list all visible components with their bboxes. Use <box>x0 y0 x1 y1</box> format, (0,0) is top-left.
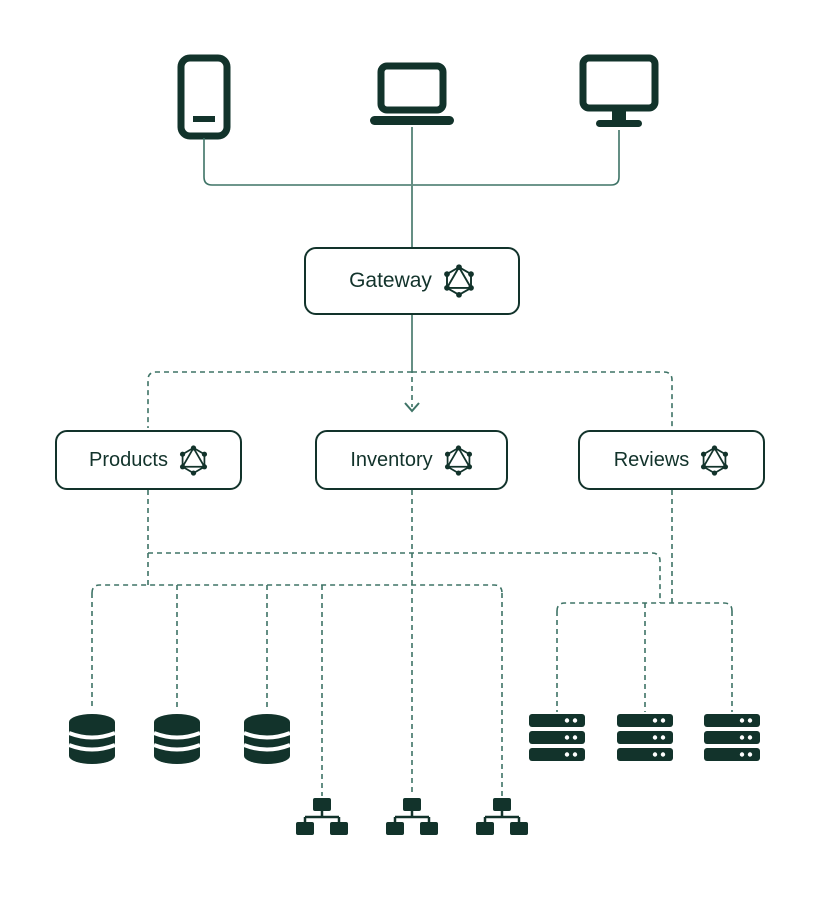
service-label: Inventory <box>350 448 433 471</box>
gateway-node: Gateway <box>304 247 520 315</box>
server-icon <box>529 714 585 761</box>
database-icon <box>243 714 291 764</box>
service-node-products: Products <box>55 430 242 490</box>
laptop-icon <box>370 62 454 125</box>
graphql-icon <box>444 264 474 298</box>
desktop-icon <box>579 54 659 127</box>
database-icon <box>153 714 201 764</box>
graphql-icon <box>179 444 208 476</box>
network-icon <box>386 798 438 835</box>
service-datastore-connectors <box>91 490 733 796</box>
service-label: Products <box>89 448 168 471</box>
database-icon <box>68 714 116 764</box>
graphql-icon <box>701 444 729 476</box>
client-gateway-connectors <box>203 127 620 368</box>
service-node-reviews: Reviews <box>578 430 765 490</box>
gateway-service-connectors <box>147 368 673 428</box>
gateway-label: Gateway <box>349 269 432 292</box>
graphql-icon <box>444 444 472 476</box>
arrow-down-icon <box>404 402 420 413</box>
network-icon <box>296 798 348 835</box>
service-label: Reviews <box>613 448 690 471</box>
server-icon <box>704 714 760 761</box>
network-icon <box>476 798 528 835</box>
tablet-icon <box>177 54 231 140</box>
server-icon <box>617 714 673 761</box>
service-node-inventory: Inventory <box>315 430 508 490</box>
